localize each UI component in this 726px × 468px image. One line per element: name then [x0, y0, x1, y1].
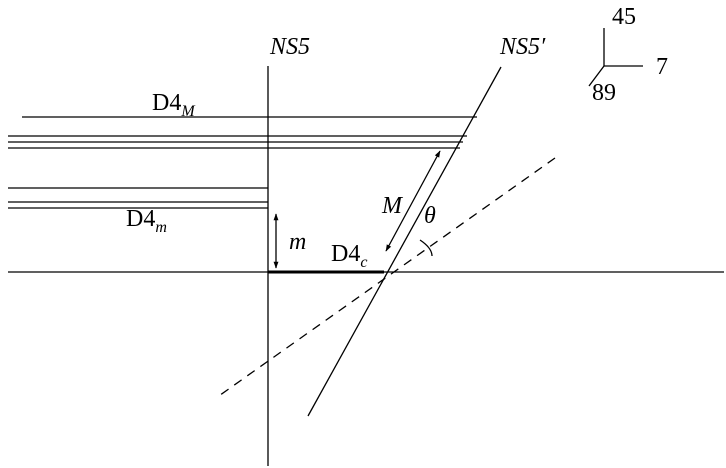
m-sep-label: m	[289, 229, 306, 255]
M-sep-label: M	[381, 193, 404, 219]
ns5-prime-label: NS5′	[499, 34, 546, 60]
axis-7-label: 7	[656, 54, 668, 80]
theta-label: θ	[424, 203, 436, 229]
theta-arc	[419, 239, 433, 257]
ns5-label: NS5	[269, 34, 310, 60]
M-arrow	[385, 150, 441, 252]
d4-c-sub: c	[360, 254, 367, 271]
d4-m-stack	[8, 187, 268, 209]
dashed-reference-line	[215, 157, 556, 399]
d4-M-stack	[8, 116, 477, 149]
axis-89-label: 89	[592, 80, 616, 106]
d4-M-text: D4	[152, 90, 181, 116]
d4-c-text: D4	[331, 241, 360, 267]
d4-c-label: D4c	[331, 241, 367, 271]
axis-45-label: 45	[612, 4, 636, 30]
axes-indicator: 45 7 89	[588, 4, 668, 106]
axis-89-line	[588, 65, 605, 87]
d4-m-label: D4m	[126, 206, 167, 236]
d4-M-label: D4M	[152, 90, 196, 120]
d4-m-text: D4	[126, 206, 155, 232]
d4-m-sub: m	[155, 219, 167, 236]
d4-M-sub: M	[180, 103, 196, 120]
